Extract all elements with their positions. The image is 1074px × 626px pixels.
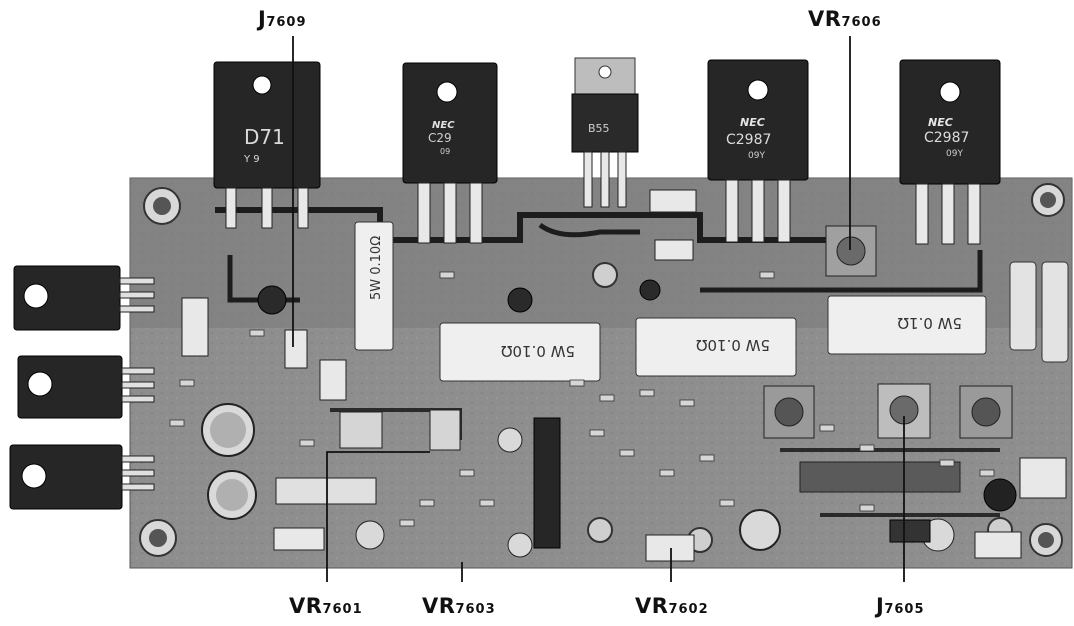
power-resistor-1: 5W 0.10Ω (354, 221, 394, 351)
power-transistor-2: NEC C29 09 (402, 62, 498, 244)
transistor-5-line2: 09Y (946, 149, 963, 159)
leader-vr7601 (326, 451, 430, 582)
label-j7605: J7605 (876, 596, 925, 617)
label-vr7603: VR7603 (422, 596, 496, 617)
transistor-3-line1: B55 (588, 122, 610, 135)
power-resistor-4-value: 5W 0.1Ω (898, 314, 962, 332)
label-j7605-sub: 7605 (884, 602, 925, 617)
power-resistor-2: 5W 0.10Ω (439, 322, 601, 382)
label-vr7602: VR7602 (635, 596, 709, 617)
power-resistor-3-value: 5W 0.10Ω (696, 336, 770, 354)
label-j7609-sub: 7609 (266, 15, 307, 30)
label-vr7606-main: VR (808, 7, 842, 31)
transistor-4-brand: NEC (740, 116, 765, 129)
label-j7609: J7609 (258, 9, 307, 30)
label-vr7601-main: VR (289, 594, 323, 618)
transistor-2-line1: C29 (428, 131, 452, 145)
transistor-1-line2: Y 9 (243, 154, 260, 165)
transistor-5-brand: NEC (928, 116, 953, 129)
label-vr7603-main: VR (422, 594, 456, 618)
label-j7609-main: J (258, 7, 267, 31)
transistor-2-line2: 09 (440, 147, 450, 156)
connectors (181, 189, 1067, 562)
smd-components (169, 271, 995, 527)
power-transistor-5: NEC C2987 09Y (899, 59, 1001, 245)
side-regulator-2 (17, 355, 155, 419)
power-resistor-3: 5W 0.10Ω (635, 317, 797, 377)
label-vr7606-sub: 7606 (841, 15, 882, 30)
label-j7605-main: J (876, 594, 885, 618)
transistor-1-line1: D71 (244, 125, 285, 149)
transistor-5-line1: C2987 (924, 130, 969, 146)
leader-lines (292, 36, 905, 582)
label-vr7603-sub: 7603 (455, 602, 496, 617)
label-vr7602-main: VR (635, 594, 669, 618)
power-resistor-4: 5W 0.1Ω (827, 295, 987, 355)
power-resistor-1-value: 5W 0.10Ω (369, 236, 384, 300)
side-regulator-3 (9, 444, 155, 510)
label-vr7602-sub: 7602 (668, 602, 709, 617)
label-vr7606: VR7606 (808, 9, 882, 30)
label-vr7601-sub: 7601 (322, 602, 363, 617)
axial-resistors-right (1009, 261, 1069, 363)
transistor-4-line2: 09Y (748, 151, 765, 161)
trimmer-pots (763, 225, 1013, 439)
transistor-4-line1: C2987 (726, 132, 771, 148)
power-transistor-4: NEC C2987 09Y (707, 59, 809, 243)
transistor-2-brand: NEC (432, 120, 455, 131)
power-transistor-1: D71 Y 9 (213, 61, 321, 229)
label-vr7601: VR7601 (289, 596, 363, 617)
side-regulator-1 (13, 265, 155, 331)
power-transistor-3: B55 (571, 57, 639, 208)
pcb-board (129, 177, 1073, 569)
power-resistor-2-value: 5W 0.10Ω (501, 342, 575, 360)
